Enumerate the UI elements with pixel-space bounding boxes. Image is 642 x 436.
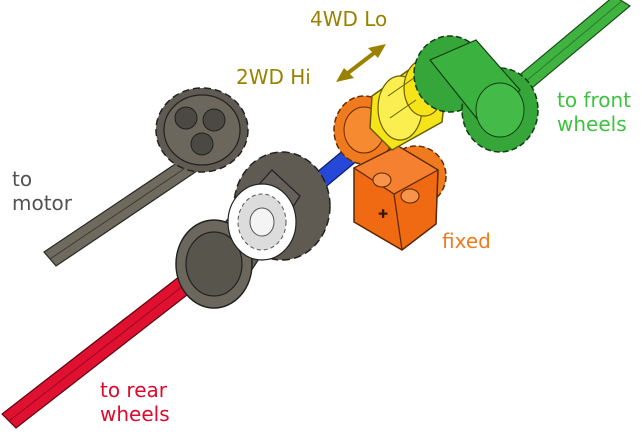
fixed-block: ✚ [352, 145, 440, 251]
motor-gear [155, 87, 249, 173]
differential [175, 151, 331, 309]
label-to-rear-wheels: to rear wheels [100, 378, 170, 426]
front-gear [413, 35, 539, 153]
label-fixed: fixed [442, 229, 491, 253]
label-to-motor: to motor [12, 167, 73, 215]
shift-arrow [336, 44, 386, 82]
label-4wd-lo: 4WD Lo [310, 7, 388, 31]
svg-text:✚: ✚ [378, 207, 388, 221]
label-2wd-hi: 2WD Hi [236, 65, 311, 89]
label-to-front-wheels: to front wheels [557, 88, 632, 136]
